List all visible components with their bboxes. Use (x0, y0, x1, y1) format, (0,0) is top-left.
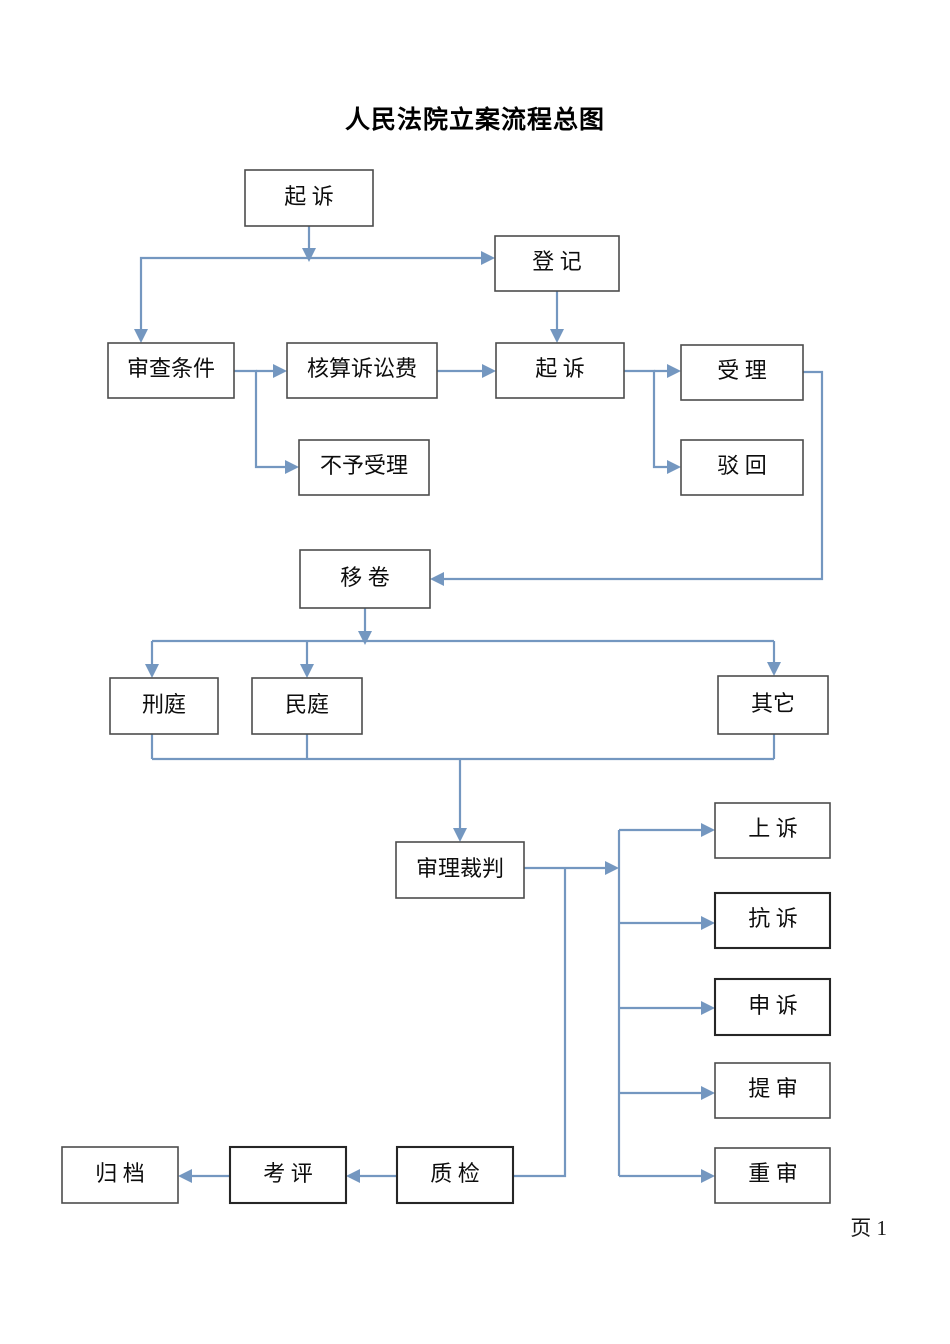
node-label: 审理裁判 (416, 856, 504, 881)
node-label: 质 检 (430, 1161, 480, 1186)
arrowhead-to-yijuan (430, 572, 444, 586)
node-label: 移 卷 (340, 565, 390, 590)
node-label: 审查条件 (127, 356, 215, 381)
node-guidang[interactable]: 归 档 (61, 1146, 179, 1204)
arrowhead-to-chongshen (701, 1169, 715, 1183)
node-qita[interactable]: 其它 (717, 675, 829, 735)
arrowhead-to-dengji (481, 251, 495, 265)
arrowhead-yijuan-bus (358, 631, 372, 645)
node-chongshen[interactable]: 重 审 (714, 1147, 831, 1204)
page-title: 人民法院立案流程总图 (344, 106, 605, 134)
node-kaoping[interactable]: 考 评 (228, 1145, 348, 1205)
arrowhead-to-kangsu (701, 916, 715, 930)
node-shenli-caipan[interactable]: 审理裁判 (395, 841, 525, 899)
arrowhead-to-qita (767, 662, 781, 676)
arrowhead-to-kaoping (346, 1169, 360, 1183)
node-label: 考 评 (263, 1161, 313, 1186)
node-shangsu[interactable]: 上 诉 (714, 802, 831, 859)
arrowhead-to-shouli (667, 364, 681, 378)
node-label: 起 诉 (284, 184, 334, 209)
node-minting[interactable]: 民庭 (251, 677, 363, 735)
arrowhead-to-xingting (145, 664, 159, 678)
node-label: 登 记 (532, 249, 582, 274)
node-shensu[interactable]: 申 诉 (713, 977, 832, 1037)
node-xingting[interactable]: 刑庭 (109, 677, 219, 735)
arrowhead-to-tishen (701, 1086, 715, 1100)
arrowhead-hesuan-qisu2 (482, 364, 496, 378)
node-label: 核算诉讼费 (307, 356, 417, 381)
node-label: 民庭 (285, 692, 329, 717)
arrowhead-to-hesuan (273, 364, 287, 378)
node-label: 归 档 (95, 1161, 145, 1186)
node-label: 起 诉 (535, 356, 585, 381)
arrowhead-to-shenli (453, 828, 467, 842)
page-number: 页 1 (850, 1216, 887, 1240)
node-shencha-tiaojian[interactable]: 审查条件 (107, 342, 235, 399)
node-shouli[interactable]: 受 理 (680, 344, 804, 401)
node-label: 上 诉 (748, 816, 798, 841)
edge-shencha-split (234, 369, 291, 469)
arrowhead-to-shensu (701, 1001, 715, 1015)
node-layer: 起 诉 登 记 审查条件 核算诉讼费 起 诉 受 理 (61, 169, 832, 1205)
arrowhead-qisu1-bus (302, 248, 316, 262)
arrowhead-to-buyushouli (285, 460, 299, 474)
edge-shouli-to-yijuan (438, 370, 824, 581)
arrowhead-to-shencha (134, 329, 148, 343)
node-bohui[interactable]: 驳 回 (680, 439, 804, 496)
node-label: 刑庭 (142, 692, 186, 717)
node-label: 不予受理 (320, 453, 408, 478)
arrowhead-to-shangsu (701, 823, 715, 837)
arrowhead-to-bohui (667, 460, 681, 474)
node-label: 驳 回 (717, 453, 767, 478)
node-zhijian[interactable]: 质 检 (395, 1145, 515, 1205)
node-qisu-initial[interactable]: 起 诉 (244, 169, 374, 227)
node-label: 其它 (751, 691, 795, 716)
node-label: 抗 诉 (748, 906, 798, 931)
node-kangsu[interactable]: 抗 诉 (713, 891, 832, 950)
node-label: 申 诉 (748, 993, 798, 1018)
node-yijuan[interactable]: 移 卷 (299, 549, 431, 609)
node-label: 重 审 (748, 1161, 798, 1186)
node-label: 受 理 (717, 358, 767, 383)
arrowhead-shenli-right (605, 861, 619, 875)
node-buyushouli[interactable]: 不予受理 (298, 439, 430, 496)
edge-shenli-to-zhijian (405, 868, 567, 1178)
node-qisu-second[interactable]: 起 诉 (495, 342, 625, 399)
node-hesuan-susongfei[interactable]: 核算诉讼费 (286, 342, 438, 399)
arrowhead-to-guidang (178, 1169, 192, 1183)
edge-qisu2-split (624, 369, 673, 469)
arrowhead-to-minting (300, 664, 314, 678)
node-dengji[interactable]: 登 记 (494, 235, 620, 292)
edge-qisu1-to-shencha (139, 256, 309, 335)
arrowhead-to-qisu2 (550, 329, 564, 343)
node-tishen[interactable]: 提 审 (714, 1062, 831, 1119)
node-label: 提 审 (748, 1076, 798, 1101)
